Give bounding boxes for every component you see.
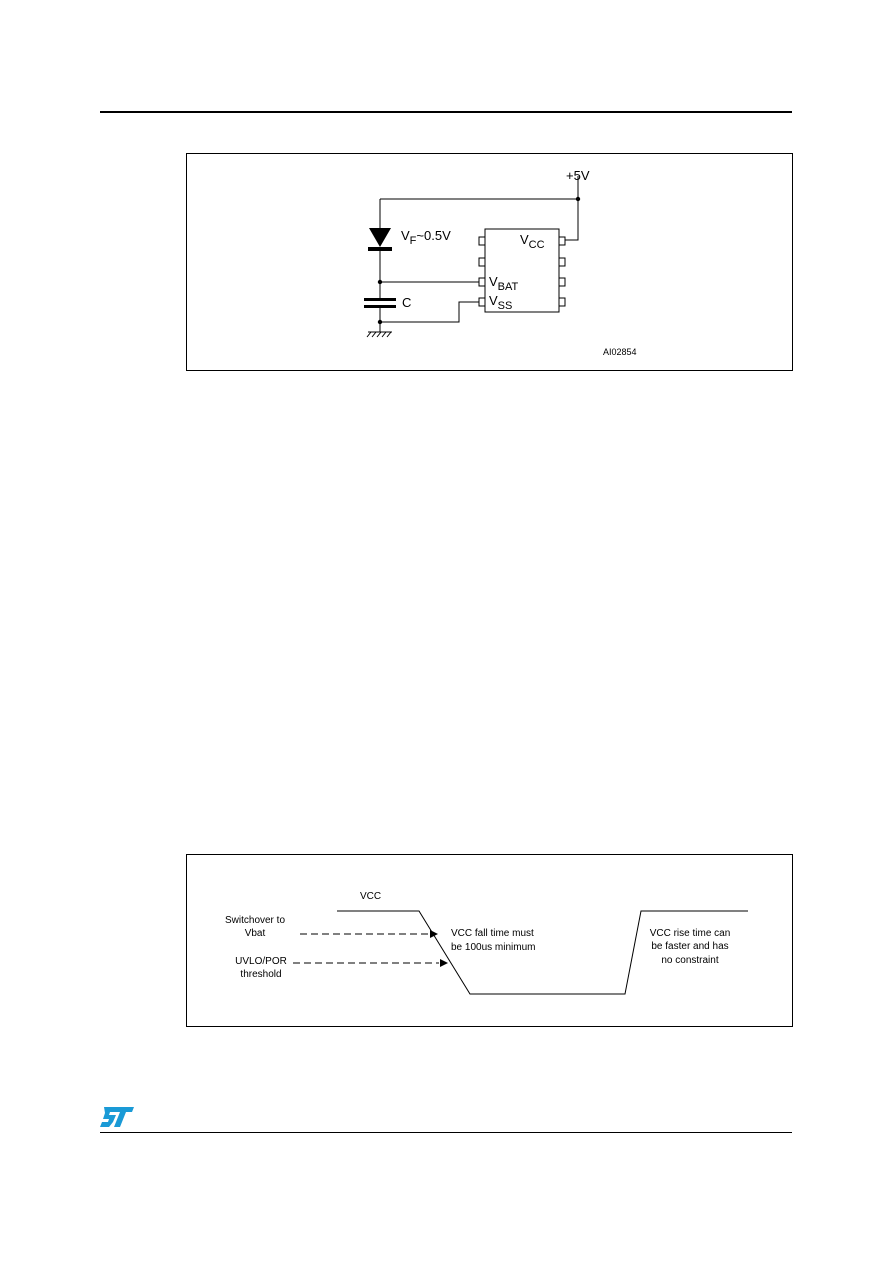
diode-bar — [368, 247, 392, 251]
uvlo-arrow-icon — [440, 959, 448, 967]
ic-pin-5 — [558, 297, 566, 307]
supply-label: +5V — [566, 168, 590, 183]
capacitor-plate-bottom — [364, 305, 396, 308]
uvlo-label-line2: threshold — [240, 969, 281, 980]
footer-rule — [100, 1132, 792, 1133]
rise-note-line2: be faster and has — [651, 941, 728, 952]
fall-note-line2: be 100us minimum — [451, 942, 535, 953]
header-rule — [100, 111, 792, 113]
circuit-diagram: +5V VF~0.5V C VCC VBAT VSS AI02854 — [364, 168, 637, 357]
vss-pin-label: VSS — [489, 293, 512, 312]
uvlo-label-line1: UVLO/POR — [235, 956, 287, 967]
diode-label: VF~0.5V — [401, 228, 451, 247]
ground-icon — [366, 331, 392, 338]
vbat-pin-label: VBAT — [489, 274, 519, 293]
battery-backup-circuit-figure: +5V VF~0.5V C VCC VBAT VSS AI02854 — [186, 153, 793, 371]
vss-wire — [380, 301, 479, 323]
capacitor-label: C — [402, 295, 411, 310]
ic-pin-6 — [558, 277, 566, 287]
timing-diagram: VCC Switchover to Vbat UVLO/POR threshol… — [225, 891, 748, 995]
fall-note-line1: VCC fall time must — [451, 928, 534, 939]
switchover-label-line2: Vbat — [245, 928, 266, 939]
vcc-timing-figure: VCC Switchover to Vbat UVLO/POR threshol… — [186, 854, 793, 1027]
ic-pin-2 — [478, 257, 486, 267]
ic-pin-vss — [478, 297, 486, 307]
st-logo-icon — [100, 1105, 136, 1129]
vcc-label: VCC — [360, 891, 381, 902]
capacitor-plate-top — [364, 298, 396, 301]
ic-pin-vbat — [478, 277, 486, 287]
diode-symbol — [369, 228, 391, 247]
vcc-waveform — [337, 910, 748, 995]
figure-id-label: AI02854 — [603, 347, 637, 357]
vcc-wire — [565, 199, 579, 241]
ic-pin-1 — [478, 236, 486, 246]
rise-note-line3: no constraint — [661, 955, 718, 966]
rise-note-line1: VCC rise time can — [650, 928, 731, 939]
ic-pin-vcc — [558, 236, 566, 246]
vcc-pin-label: VCC — [520, 232, 545, 251]
ic-package — [484, 228, 560, 313]
switchover-arrow-icon — [430, 930, 438, 938]
switchover-label-line1: Switchover to — [225, 915, 285, 926]
ic-pin-7 — [558, 257, 566, 267]
